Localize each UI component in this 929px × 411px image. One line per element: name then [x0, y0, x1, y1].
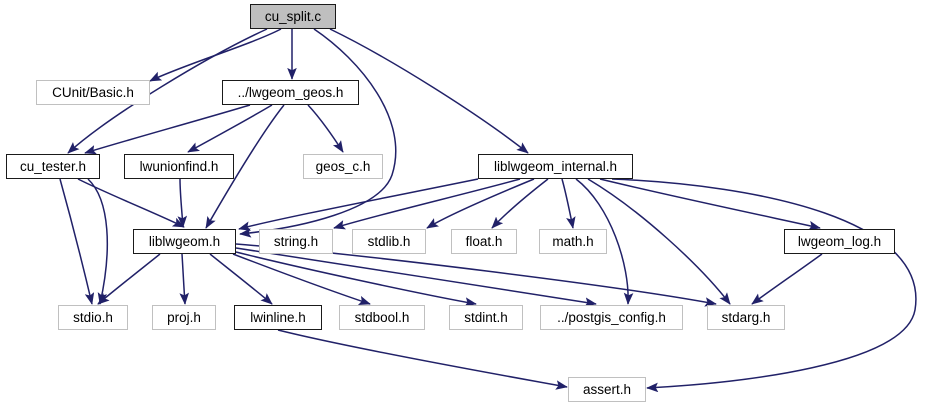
node-label: liblwgeom.h: [148, 233, 221, 249]
node-label: liblwgeom_internal.h: [493, 158, 618, 174]
edge-cu_tester-to-liblwgeom: [77, 178, 185, 228]
node-label: stdio.h: [73, 309, 113, 325]
edge-cu_tester-to-stdio_h: [59, 178, 95, 305]
edge-liblwgeom_internal-to-assert_h: [611, 178, 917, 393]
edge-liblwgeom-to-stdio_h: [97, 253, 161, 305]
node-label: float.h: [465, 233, 503, 249]
node-label: math.h: [552, 233, 594, 249]
node-liblwgeom[interactable]: liblwgeom.h: [133, 229, 236, 254]
node-postgis_config[interactable]: ../postgis_config.h: [540, 305, 683, 330]
node-label: cu_tester.h: [19, 158, 87, 174]
edge-lwunionfind-to-liblwgeom: [177, 178, 188, 228]
node-label: stdint.h: [464, 309, 508, 325]
edge-liblwgeom_internal-to-liblwgeom: [238, 178, 479, 231]
node-label: cu_split.c: [264, 8, 322, 24]
edge-lwgeom_log-to-stdarg_h: [751, 253, 823, 305]
node-stdio_h[interactable]: stdio.h: [58, 305, 128, 330]
edge-liblwgeom_internal-to-stdlib_h: [426, 178, 535, 229]
node-label: lwunionfind.h: [139, 158, 219, 174]
node-math_h[interactable]: math.h: [539, 229, 607, 254]
node-label: CUnit/Basic.h: [52, 84, 134, 100]
node-label: proj.h: [167, 309, 201, 325]
edge-lwgeom_geos-to-geos_c: [307, 104, 344, 153]
edge-liblwgeom_internal-to-lwgeom_log: [599, 178, 821, 231]
edge-liblwgeom-to-proj_h: [179, 253, 189, 305]
edge-liblwgeom_internal-to-stdarg_h: [587, 178, 731, 305]
node-lwunionfind[interactable]: lwunionfind.h: [124, 154, 234, 179]
node-lwgeom_log[interactable]: lwgeom_log.h: [784, 229, 895, 254]
node-string_h[interactable]: string.h: [259, 229, 333, 254]
node-lwgeom_geos[interactable]: ../lwgeom_geos.h: [222, 80, 359, 105]
edge-liblwgeom-to-stdint_h: [235, 251, 477, 307]
edge-lwgeom_geos-to-cu_tester: [84, 104, 251, 155]
edge-cu_split-to-liblwgeom_internal: [329, 28, 529, 154]
node-stdint_h[interactable]: stdint.h: [449, 305, 523, 330]
node-stdarg_h[interactable]: stdarg.h: [707, 305, 785, 330]
node-geos_c[interactable]: geos_c.h: [303, 154, 383, 179]
node-cu_split[interactable]: cu_split.c: [250, 4, 336, 29]
edge-liblwgeom_internal-to-float_h: [491, 178, 549, 229]
node-stdbool_h[interactable]: stdbool.h: [339, 305, 425, 330]
node-label: lwgeom_log.h: [797, 233, 882, 249]
edge-liblwgeom-to-lwinline: [209, 253, 273, 305]
edge-lwgeom_geos-to-lwunionfind: [187, 104, 273, 153]
node-label: geos_c.h: [315, 158, 371, 174]
edge-cu_tester-to-stdio_h: [87, 178, 109, 305]
node-stdlib_h[interactable]: stdlib.h: [352, 229, 426, 254]
node-proj_h[interactable]: proj.h: [152, 305, 216, 330]
edge-liblwgeom_internal-to-math_h: [561, 178, 576, 229]
edge-liblwgeom_internal-to-string_h: [333, 178, 521, 230]
node-label: stdarg.h: [721, 309, 771, 325]
node-label: assert.h: [582, 381, 632, 397]
node-label: lwinline.h: [250, 309, 306, 325]
node-label: stdbool.h: [354, 309, 410, 325]
node-cunit_basic[interactable]: CUnit/Basic.h: [36, 80, 150, 105]
node-label: ../lwgeom_geos.h: [237, 84, 344, 100]
edge-cu_split-to-liblwgeom: [239, 28, 397, 238]
edge-cu_split-to-cu_tester: [67, 28, 268, 154]
node-assert_h[interactable]: assert.h: [568, 377, 646, 402]
edge-lwgeom_geos-to-liblwgeom: [205, 104, 285, 229]
edge-liblwgeom-to-stdbool_h: [232, 253, 371, 306]
node-label: stdlib.h: [367, 233, 411, 249]
node-label: string.h: [273, 233, 319, 249]
node-label: ../postgis_config.h: [557, 309, 666, 325]
edge-lwinline-to-assert_h: [277, 329, 568, 390]
node-lwinline[interactable]: lwinline.h: [234, 305, 322, 330]
edge-liblwgeom-to-postgis_config: [235, 247, 597, 307]
node-cu_tester[interactable]: cu_tester.h: [6, 154, 100, 179]
node-float_h[interactable]: float.h: [451, 229, 517, 254]
node-liblwgeom_internal[interactable]: liblwgeom_internal.h: [478, 154, 633, 179]
